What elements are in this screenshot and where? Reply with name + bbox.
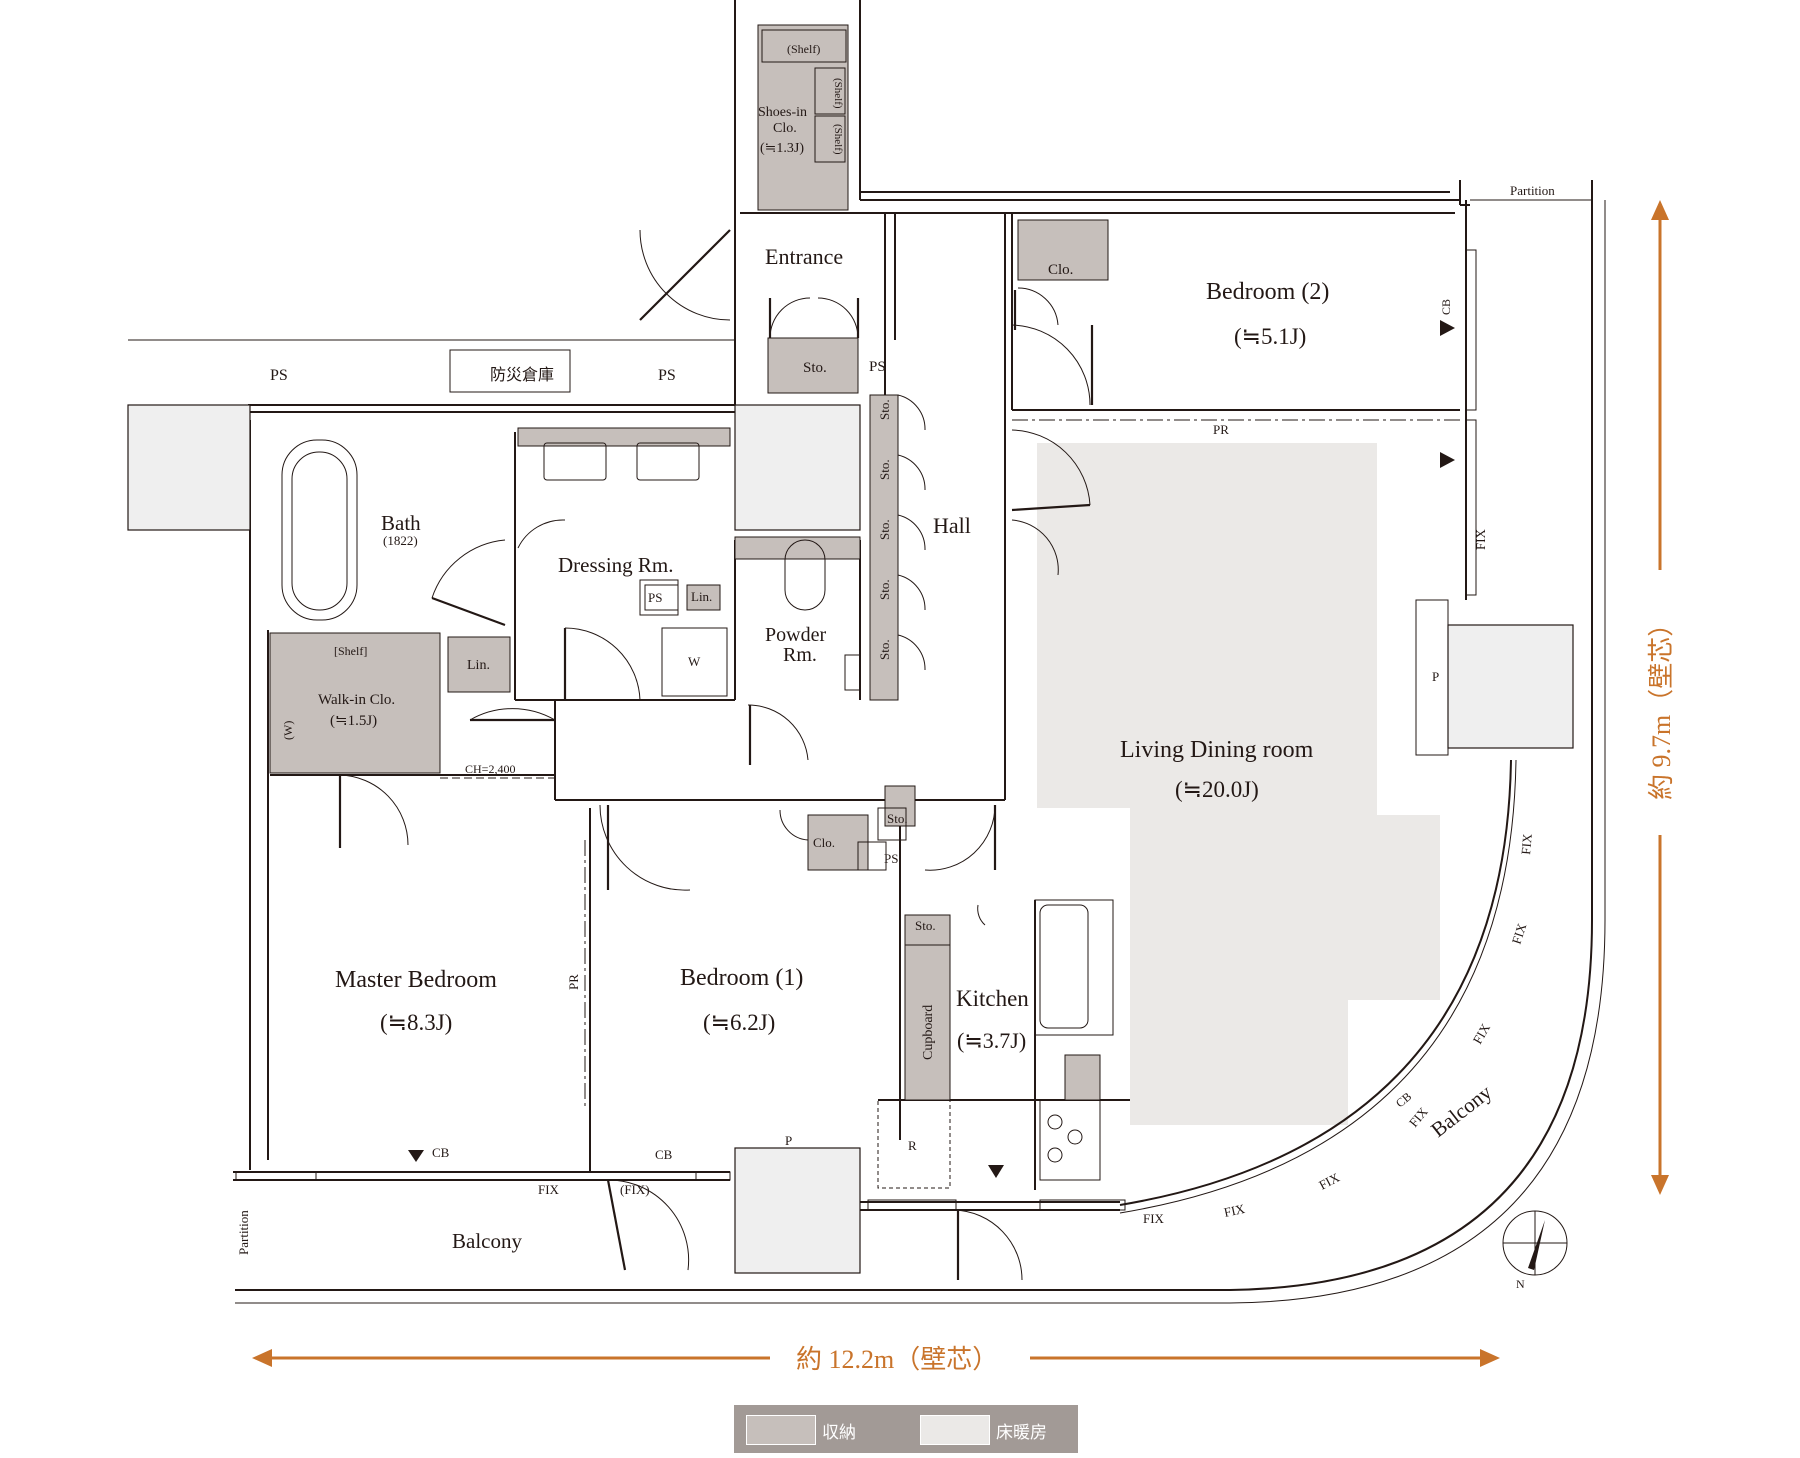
living-dining-label: Living Dining room — [1120, 737, 1314, 763]
cb-label: CB — [1393, 1089, 1414, 1110]
width-dimension-label: 約 12.2m（壁芯） — [796, 1345, 998, 1374]
column — [127, 404, 251, 531]
storage-label: Sto. — [803, 360, 827, 376]
windows — [235, 249, 1477, 1211]
cb-marker-icon — [988, 1165, 1004, 1178]
ps-label: PS — [869, 359, 886, 375]
linen-label: Lin. — [691, 589, 712, 604]
storage-label: Sto. — [877, 519, 892, 540]
shelf-label: (Shelf) — [832, 124, 844, 155]
ceiling-height-label: CH=2,400 — [465, 762, 515, 776]
pipe-space-label: P — [1432, 669, 1439, 684]
balcony-label-curved: Balcony — [1426, 1080, 1496, 1142]
fix-label: (FIX) — [620, 1182, 650, 1197]
cb-label: CB — [432, 1145, 450, 1160]
bedroom1-size: (≒6.2J) — [703, 1010, 775, 1035]
fix-label: FIX — [1143, 1211, 1165, 1226]
bedroom2-label: Bedroom (2) — [1206, 279, 1329, 305]
fix-label: FIX — [1316, 1169, 1342, 1192]
closet-label: Clo. — [1048, 262, 1073, 278]
bedroom2-size: (≒5.1J) — [1234, 324, 1306, 349]
ps-label: PS — [884, 851, 898, 866]
shoes-closet-size: (≒1.3J) — [760, 141, 804, 156]
fix-label: FIX — [1406, 1104, 1431, 1130]
cb-label: CB — [655, 1147, 673, 1162]
bath-size-label: (1822) — [383, 533, 418, 548]
kitchen-label: Kitchen — [956, 986, 1029, 1011]
column — [734, 404, 861, 531]
master-bedroom-size: (≒8.3J) — [380, 1010, 452, 1035]
kitchen-size: (≒3.7J) — [957, 1028, 1026, 1053]
partition-label: Partition — [236, 1210, 251, 1255]
cupboard-label: Cupboard — [921, 1005, 936, 1060]
living-dining-size: (≒20.0J) — [1175, 777, 1259, 802]
storage-blocks — [269, 24, 1109, 1101]
walkin-w-label: (W) — [281, 721, 295, 740]
dressing-room-label: Dressing Rm. — [558, 553, 674, 577]
walkin-closet-size: (≒1.5J) — [330, 713, 377, 729]
column — [1447, 624, 1574, 749]
ps-label: PS — [648, 590, 662, 605]
shelf-label: (Shelf) — [787, 42, 820, 56]
hall-label: Hall — [933, 513, 971, 538]
fix-label: FIX — [1470, 1020, 1494, 1046]
floor-heating-area — [1037, 443, 1440, 1125]
height-dimension: 約 9.7m（壁芯） — [1647, 200, 1676, 1195]
shoes-closet-label-2: Clo. — [773, 121, 797, 136]
doors — [338, 229, 1094, 1281]
column — [734, 1147, 861, 1274]
shelf-label: (Shelf) — [832, 78, 844, 109]
fix-label: FIX — [1518, 832, 1535, 855]
ps-box — [1415, 599, 1449, 756]
fix-label: FIX — [1223, 1201, 1247, 1220]
refrigerator-label: R — [908, 1138, 917, 1153]
north-compass-icon: N — [1502, 1210, 1568, 1291]
fix-label: FIX — [1509, 921, 1530, 946]
powder-room-label-2: Rm. — [783, 644, 817, 666]
height-dimension-label: 約 9.7m（壁芯） — [1647, 611, 1676, 800]
entrance-label: Entrance — [765, 244, 843, 269]
pr-label: PR — [566, 974, 581, 990]
master-bedroom-label: Master Bedroom — [335, 967, 497, 993]
walls — [128, 0, 1606, 1304]
bedroom1-label: Bedroom (1) — [680, 965, 803, 991]
shelf-label: [Shelf] — [334, 644, 367, 658]
cb-marker-icon — [408, 1150, 424, 1162]
width-dimension: 約 12.2m（壁芯） — [252, 1345, 1500, 1374]
storage-label: Sto. — [877, 459, 892, 480]
storage-label: Sto. — [887, 811, 908, 826]
closet-label: Clo. — [813, 835, 835, 850]
legend-floor-heating-label: 床暖房 — [996, 1423, 1047, 1443]
cb-marker-icon — [1440, 320, 1455, 336]
balcony-label: Balcony — [452, 1229, 522, 1253]
legend-storage-swatch — [746, 1415, 816, 1445]
cb-label: CB — [1439, 299, 1453, 315]
storage-label: Sto. — [877, 639, 892, 660]
cb-marker-icon — [1440, 452, 1455, 468]
storage-label: Sto. — [877, 399, 892, 420]
pipe-space-label: P — [785, 1133, 792, 1148]
legend-storage-label: 収納 — [822, 1423, 856, 1443]
washer-label: W — [688, 654, 701, 669]
fix-label: FIX — [1473, 528, 1488, 550]
shoes-closet-label-1: Shoes-in — [758, 105, 807, 120]
linen-label: Lin. — [467, 658, 490, 673]
powder-room-label-1: Powder — [765, 624, 826, 646]
storage-label: Sto. — [915, 918, 936, 933]
legend: 収納 床暖房 — [734, 1405, 1078, 1453]
fixture-labels: (Shelf) (Shelf) (Shelf) Sto. Clo. PS PS … — [236, 42, 1555, 1255]
fixtures — [281, 439, 1114, 1189]
disaster-storage-label: 防災倉庫 — [490, 366, 554, 384]
ps-label: PS — [658, 367, 676, 384]
north-label: N — [1516, 1277, 1525, 1291]
walkin-closet-label: Walk-in Clo. — [318, 692, 395, 708]
legend-floor-heating-swatch — [920, 1415, 990, 1445]
fix-label: FIX — [538, 1182, 560, 1197]
pr-label: PR — [1213, 422, 1229, 437]
bath-label: Bath — [381, 511, 421, 535]
storage-label: Sto. — [877, 579, 892, 600]
ps-label: PS — [270, 367, 288, 384]
partition-label: Partition — [1510, 183, 1555, 198]
